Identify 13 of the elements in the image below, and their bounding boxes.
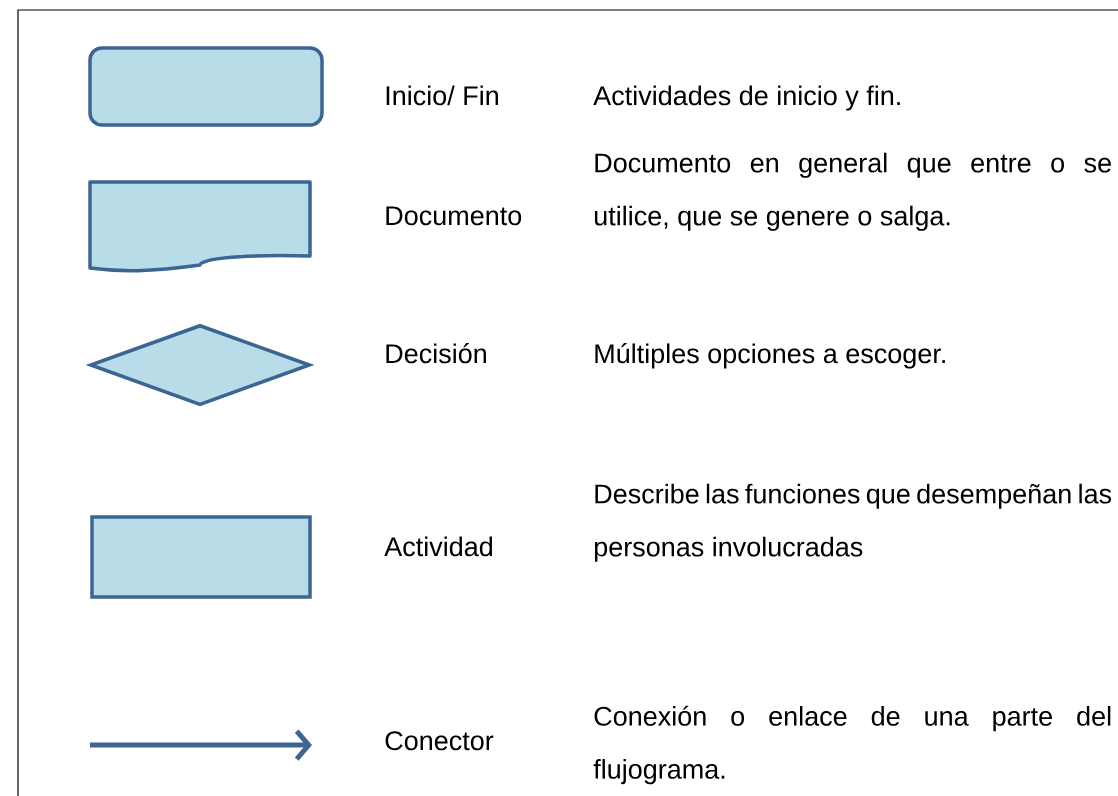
description-text: Actividades de inicio y fin. [593,85,900,111]
process-box [90,515,312,599]
symbol-name: Decisión [386,343,486,364]
rounded-box [88,46,324,127]
symbol-name: Documento [386,206,522,226]
document-shape [88,180,312,273]
description-text: Documento en general que entre o se utilice, que se genere o salga. [594,152,1111,231]
symbol-name: Conector [385,731,494,751]
description-text: Describe las funciones que desempeñan las personas involucradas [594,483,1112,562]
symbol-name: Inicio/ Fin [386,85,498,106]
symbol-name: Actividad [384,536,492,557]
description-text: Múltiples opciones a escoger. [595,343,945,369]
description-text: Conexión o enlace de una parte del flujograma. [593,705,1111,785]
